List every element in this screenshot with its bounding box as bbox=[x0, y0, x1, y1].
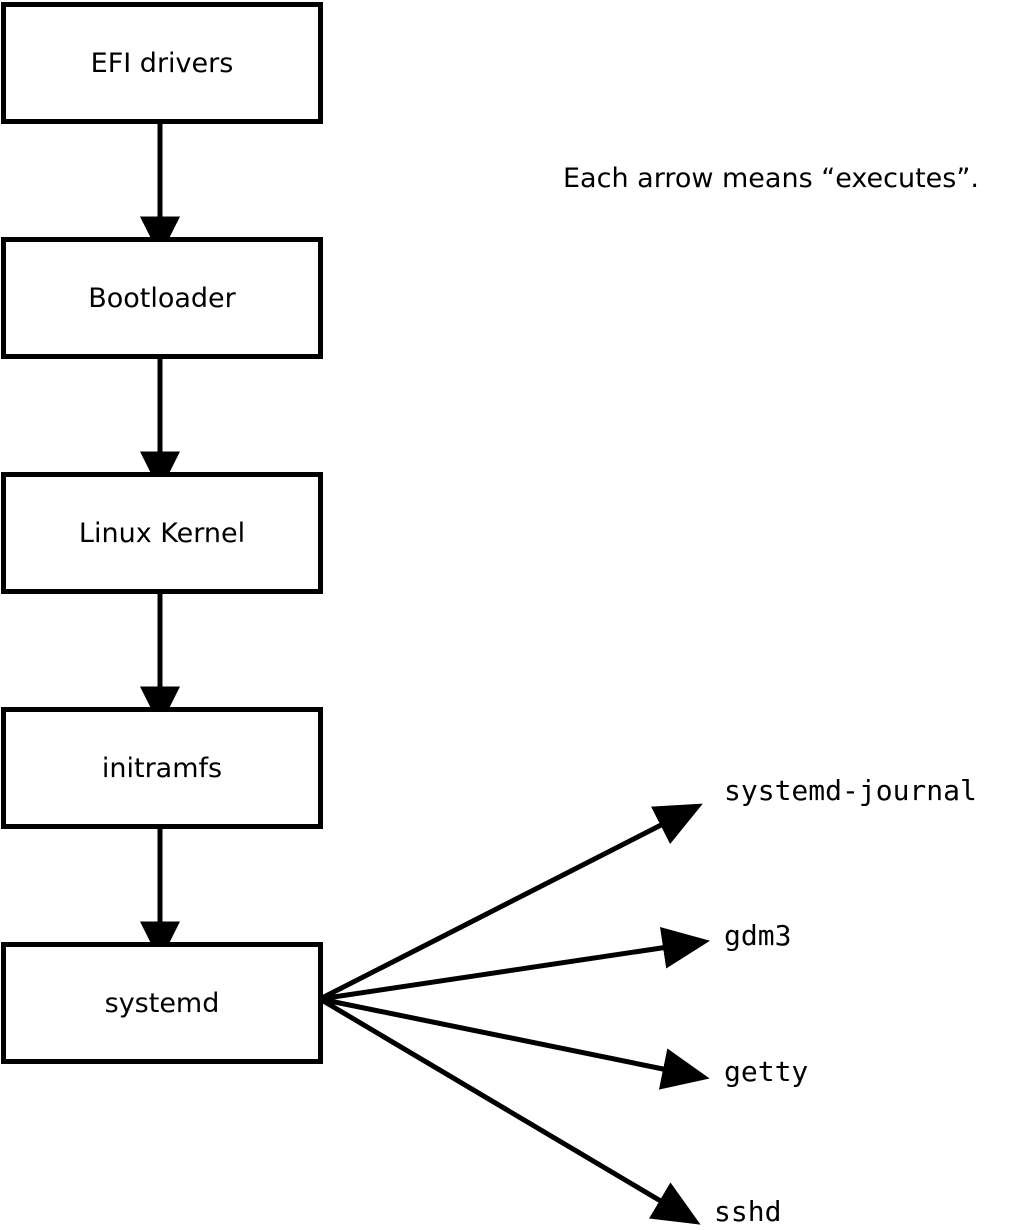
fanout-arrow-getty bbox=[319, 996, 710, 1090]
fanout-arrow-sshd bbox=[318, 996, 701, 1225]
service-label-sshd: sshd bbox=[714, 1195, 782, 1228]
service-label-systemd-journal: systemd-journal bbox=[724, 774, 977, 807]
stage-label-bootloader: Bootloader bbox=[88, 282, 236, 314]
stage-box-systemd: systemd bbox=[1, 942, 323, 1064]
stage-box-linux-kernel: Linux Kernel bbox=[1, 472, 323, 594]
fanout-arrow-gdm3 bbox=[319, 926, 711, 1002]
fanout-arrow-systemd-journal bbox=[318, 803, 703, 1002]
stage-label-systemd: systemd bbox=[104, 987, 220, 1019]
service-label-gdm3: gdm3 bbox=[724, 919, 792, 952]
stage-label-initramfs: initramfs bbox=[101, 752, 223, 784]
stage-box-initramfs: initramfs bbox=[1, 707, 323, 829]
stage-label-efi-drivers: EFI drivers bbox=[90, 47, 234, 79]
stage-box-bootloader: Bootloader bbox=[1, 237, 323, 359]
service-label-getty: getty bbox=[724, 1055, 809, 1088]
stage-box-efi-drivers: EFI drivers bbox=[1, 2, 323, 124]
arrow-meaning-note: Each arrow means “executes”. bbox=[563, 163, 979, 194]
stage-label-linux-kernel: Linux Kernel bbox=[78, 517, 246, 549]
